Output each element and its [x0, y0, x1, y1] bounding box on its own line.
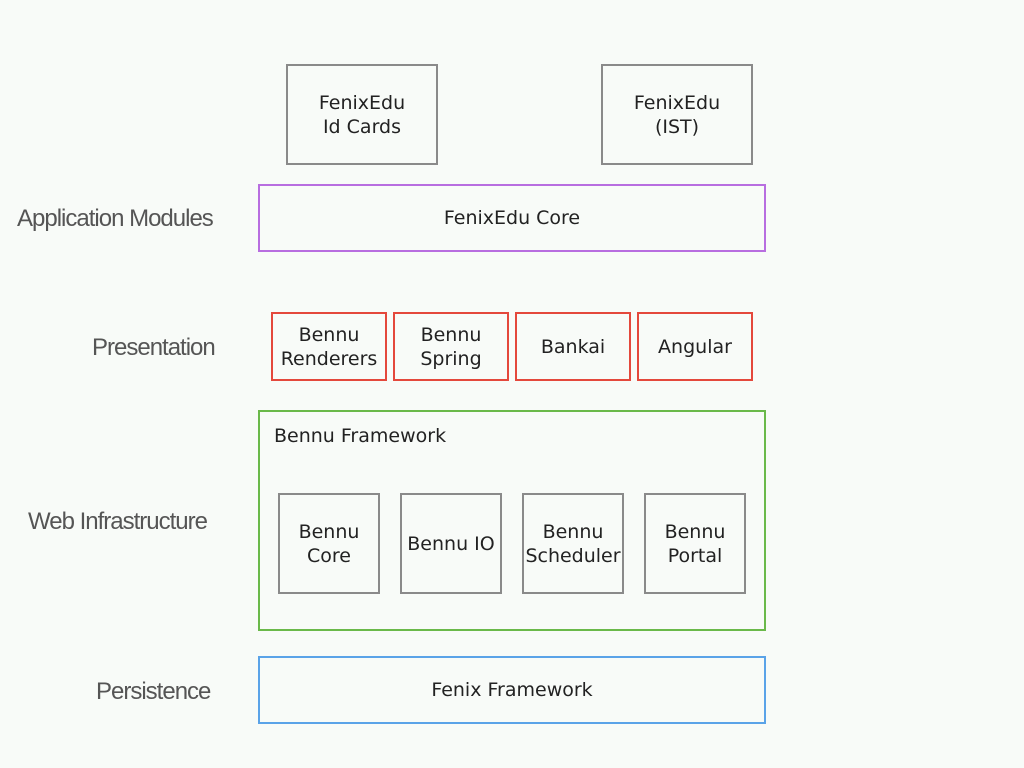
- fenixedu-id-cards-label: FenixEdu Id Cards: [318, 91, 406, 138]
- bennu-spring-label: Bennu Spring: [420, 323, 482, 370]
- bennu-renderers-label: Bennu Renderers: [280, 323, 378, 370]
- fenix-framework-label: Fenix Framework: [431, 679, 593, 701]
- fenixedu-ist-box: FenixEdu (IST): [601, 64, 753, 165]
- angular-label: Angular: [658, 335, 732, 358]
- bennu-portal-box: Bennu Portal: [644, 493, 746, 594]
- bennu-io-box: Bennu IO: [400, 493, 502, 594]
- bennu-spring-box: Bennu Spring: [393, 312, 509, 381]
- fenixedu-ist-label: FenixEdu (IST): [633, 91, 721, 138]
- layer-label-application-modules: Application Modules: [17, 205, 214, 232]
- layer-label-web-infrastructure: Web Infrastructure: [28, 508, 208, 535]
- bankai-label: Bankai: [540, 335, 606, 358]
- bennu-core-label: Bennu Core: [298, 520, 360, 567]
- fenix-framework-box: Fenix Framework: [258, 656, 766, 724]
- bennu-renderers-box: Bennu Renderers: [271, 312, 387, 381]
- bennu-framework-container: [258, 410, 766, 631]
- layer-label-persistence: Persistence: [96, 678, 211, 705]
- bennu-io-label: Bennu IO: [407, 532, 495, 555]
- bennu-framework-title: Bennu Framework: [274, 425, 447, 447]
- layer-label-presentation: Presentation: [92, 334, 216, 361]
- bennu-scheduler-label: Bennu Scheduler: [525, 520, 621, 567]
- fenixedu-core-box: FenixEdu Core: [258, 184, 766, 252]
- angular-box: Angular: [637, 312, 753, 381]
- bennu-core-box: Bennu Core: [278, 493, 380, 594]
- bennu-portal-label: Bennu Portal: [664, 520, 726, 567]
- bankai-box: Bankai: [515, 312, 631, 381]
- bennu-scheduler-box: Bennu Scheduler: [522, 493, 624, 594]
- fenixedu-core-label: FenixEdu Core: [443, 207, 581, 229]
- fenixedu-id-cards-box: FenixEdu Id Cards: [286, 64, 438, 165]
